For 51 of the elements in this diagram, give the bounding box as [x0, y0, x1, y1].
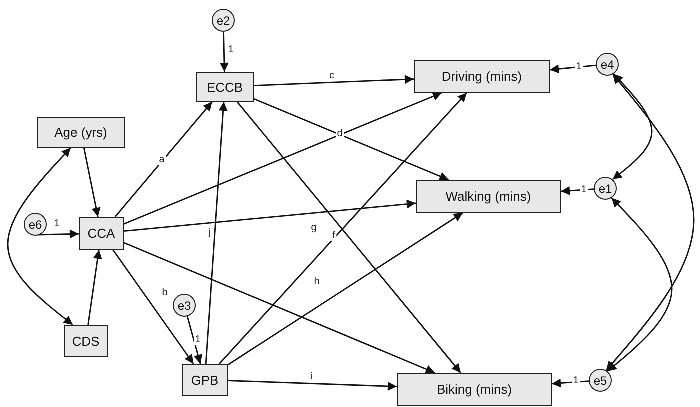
double-headed-arrow [612, 74, 653, 180]
variable-box: ECCB [196, 72, 254, 102]
edge-label: c [328, 70, 336, 82]
arrow [254, 75, 414, 87]
arrow [205, 102, 228, 364]
arrow [560, 186, 594, 196]
arrow [550, 64, 596, 74]
edge-label: d [336, 128, 344, 140]
arrow [83, 148, 101, 218]
arrow [254, 98, 450, 181]
variable-box: Walking (mins) [416, 180, 561, 213]
edge-label: i [310, 372, 314, 382]
double-headed-arrow [7, 148, 74, 326]
edge-label: g [310, 222, 318, 234]
arrow [112, 250, 194, 364]
edge-label: 1 [575, 62, 583, 72]
edge-label: 1 [53, 218, 61, 230]
variable-box: Driving (mins) [414, 60, 550, 93]
edge-label: 1 [194, 334, 202, 346]
error-term-circle: e2 [212, 9, 235, 32]
error-term-circle: e4 [596, 53, 619, 76]
double-headed-arrow [606, 74, 695, 372]
double-headed-arrow [607, 198, 673, 372]
edge-label: h [313, 276, 321, 288]
error-term-circle: e5 [589, 369, 612, 392]
variable-box: CCA [79, 217, 124, 250]
error-term-circle: e3 [173, 294, 196, 317]
arrow [220, 32, 229, 72]
error-term-circle: e6 [24, 213, 47, 236]
arrow [552, 378, 590, 388]
edge-label: 1 [227, 44, 235, 56]
variable-box: Age (yrs) [37, 117, 125, 148]
edge-label: 1 [580, 184, 588, 196]
edge-label: b [161, 288, 169, 298]
edge-label: f [332, 230, 336, 242]
arrow [124, 242, 436, 374]
edge-label: 1 [572, 376, 580, 386]
arrow [38, 230, 80, 239]
error-term-circle: e1 [594, 177, 617, 200]
variable-box: GPB [182, 364, 228, 396]
arrow [228, 380, 398, 391]
edge-label: j [208, 228, 212, 238]
arrow [88, 250, 102, 326]
arrow [114, 102, 213, 218]
arrow [124, 92, 442, 225]
variable-box: CDS [64, 325, 108, 357]
arrow [186, 316, 203, 364]
edge-label: a [158, 154, 166, 166]
arrow [228, 212, 464, 366]
variable-box: Biking (mins) [397, 373, 552, 406]
arrow [124, 200, 416, 232]
